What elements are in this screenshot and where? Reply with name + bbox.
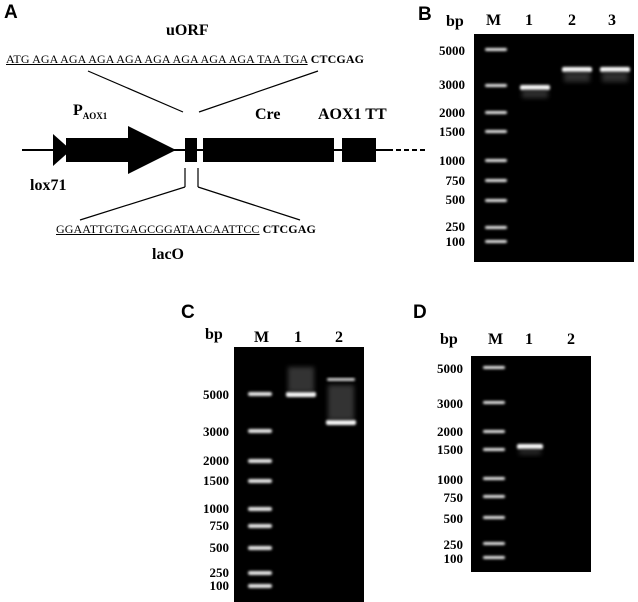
- panel-d-ladder-750: 750: [443, 490, 464, 505]
- panel-b-ladder-1500: 1500: [439, 124, 465, 139]
- panel-c-ladder-750: 750: [209, 518, 230, 533]
- panel-c-letter: C: [181, 302, 195, 323]
- panel-b-lane-3: 3: [608, 12, 616, 29]
- panel-b-ladder-250: 250: [445, 219, 466, 234]
- laco-operator: GGAATTGTGAGCGGATAACAATTCC: [56, 222, 260, 236]
- panel-d-ladder-2000: 2000: [437, 424, 463, 439]
- lox71-label: lox71: [30, 177, 67, 194]
- laco-xhoi-site: CTCGAG: [262, 222, 316, 236]
- panel-d-ladder-250: 250: [443, 537, 464, 552]
- panel-d-letter: D: [413, 302, 427, 323]
- panel-b-ladder-1000: 1000: [439, 153, 465, 168]
- panel-c-lane-m: M: [254, 329, 270, 346]
- panel-d-ladder-500: 500: [443, 511, 464, 526]
- panel-d-ladder-1000: 1000: [437, 472, 463, 487]
- panel-b-ladder-5000: 5000: [439, 43, 465, 58]
- panel-c-gel: [234, 347, 364, 602]
- panel-d-ladder-1500: 1500: [437, 442, 463, 457]
- panel-b-lane-1: 1: [525, 12, 533, 29]
- panel-d-bp: bp: [440, 331, 458, 348]
- panel-b-letter: B: [418, 4, 432, 25]
- uorf-title: uORF: [166, 22, 209, 39]
- panel-b-bp: bp: [446, 13, 464, 30]
- paox1-label: PAOX1: [73, 102, 108, 122]
- panel-c-lane-2: 2: [335, 329, 343, 346]
- uorf-xhoi-site: CTCGAG: [310, 52, 365, 66]
- panel-c-lane-1: 1: [294, 329, 302, 346]
- cre-label: Cre: [255, 106, 281, 123]
- panel-c-ladder-1000: 1000: [203, 501, 229, 516]
- panel-d-lane-1: 1: [525, 331, 533, 348]
- panel-c-ladder-2000: 2000: [203, 453, 229, 468]
- panel-b-gel: [474, 34, 634, 262]
- panel-d-lane-m: M: [488, 331, 504, 348]
- aox1tt-label: AOX1 TT: [318, 106, 387, 123]
- panel-c-bands: [248, 367, 356, 588]
- panel-c-ladder-1500: 1500: [203, 473, 229, 488]
- panel-b-lane-m: M: [486, 12, 502, 29]
- panel-b-ladder-750: 750: [445, 173, 466, 188]
- panel-a-letter: A: [4, 2, 18, 23]
- cre-gene: [203, 138, 334, 162]
- panel-b-ladder-100: 100: [445, 234, 466, 249]
- panel-d-lane-2: 2: [567, 331, 575, 348]
- panel-c-bp: bp: [205, 326, 223, 343]
- panel-b-bands: [485, 48, 630, 243]
- panel-c-ladder-500: 500: [209, 540, 230, 555]
- panel-b-ladder-3000: 3000: [439, 77, 465, 92]
- insert-box: [185, 138, 197, 162]
- uorf-sequence: ATG AGA AGA AGA AGA AGA AGA AGA AGA TAA …: [6, 52, 364, 67]
- panel-d-ladder-3000: 3000: [437, 396, 463, 411]
- aox1tt-terminator: [342, 138, 376, 162]
- panel-d-ladder-100: 100: [443, 551, 464, 566]
- uorf-codons: ATG AGA AGA AGA AGA AGA AGA AGA AGA TAA …: [6, 52, 308, 66]
- lox71-site: [53, 134, 71, 166]
- panel-b-ladder-2000: 2000: [439, 105, 465, 120]
- panel-c-ladder-100: 100: [209, 578, 230, 593]
- panel-b-ladder-500: 500: [445, 192, 466, 207]
- laco-sequence: GGAATTGTGAGCGGATAACAATTCC CTCGAG: [56, 222, 316, 237]
- panel-c-ladder-250: 250: [209, 565, 230, 580]
- laco-title: lacO: [152, 246, 184, 263]
- panel-c-ladder-5000: 5000: [203, 387, 229, 402]
- panel-c-ladder-3000: 3000: [203, 424, 229, 439]
- paox1-promoter-arrow: [66, 126, 176, 174]
- panel-d-gel: [471, 356, 591, 572]
- panel-d-bands: [483, 366, 543, 559]
- panel-b-lane-2: 2: [568, 12, 576, 29]
- panel-d-ladder-5000: 5000: [437, 361, 463, 376]
